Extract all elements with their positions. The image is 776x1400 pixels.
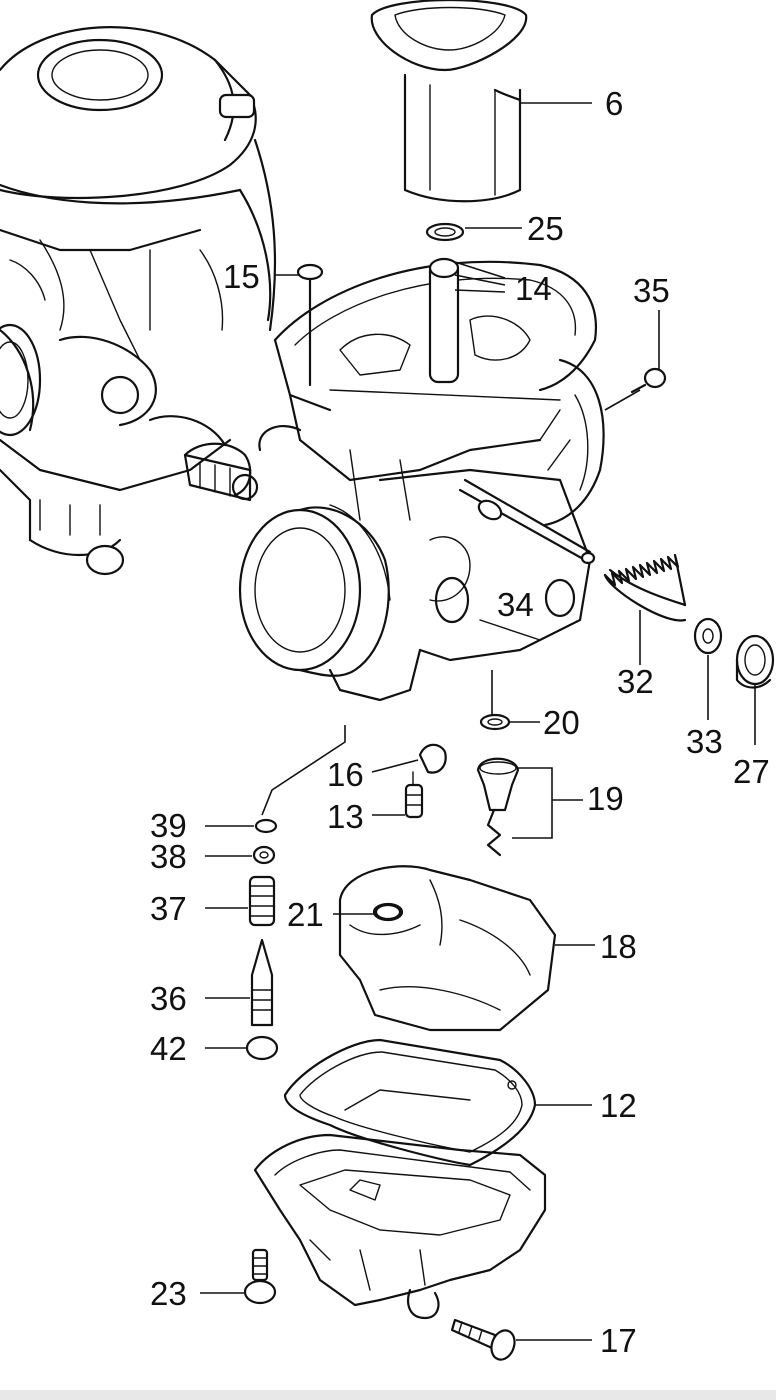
callout-13: 13 bbox=[327, 798, 364, 835]
part-25-oring bbox=[425, 222, 465, 242]
callout-42: 42 bbox=[150, 1030, 187, 1067]
bottom-edge bbox=[0, 1390, 776, 1400]
part-19-needle-valve bbox=[476, 757, 520, 857]
callout-16: 16 bbox=[327, 756, 364, 793]
callout-12: 12 bbox=[600, 1087, 637, 1124]
part-6-piston bbox=[370, 0, 528, 203]
callout-36: 36 bbox=[150, 980, 187, 1017]
float-bowl bbox=[253, 1133, 547, 1320]
part-21-screw bbox=[374, 903, 402, 921]
callout-labels: 6 25 15 14 35 34 32 33 27 20 16 13 19 39… bbox=[150, 85, 770, 1359]
callout-39: 39 bbox=[150, 807, 187, 844]
callout-27: 27 bbox=[733, 753, 770, 790]
part-37-spring bbox=[248, 875, 276, 927]
callout-25: 25 bbox=[527, 210, 564, 247]
part-39-washer bbox=[254, 818, 278, 834]
part-15-screw bbox=[296, 263, 324, 387]
callout-14: 14 bbox=[515, 270, 552, 307]
callout-20: 20 bbox=[543, 704, 580, 741]
part-32-spring bbox=[603, 553, 687, 622]
part-18-float bbox=[338, 865, 557, 1032]
callout-19: 19 bbox=[587, 780, 624, 817]
part-27-cap bbox=[735, 634, 775, 689]
callout-37: 37 bbox=[150, 890, 187, 927]
callout-6: 6 bbox=[605, 85, 623, 122]
part-23-screw bbox=[243, 1248, 277, 1305]
adjacent-carburetor-drawing bbox=[0, 26, 277, 576]
leader-lines bbox=[200, 102, 756, 1341]
part-33-washer bbox=[693, 617, 723, 655]
part-16-holder bbox=[412, 743, 447, 796]
part-13-jet bbox=[404, 783, 424, 819]
callout-33: 33 bbox=[686, 723, 723, 760]
callout-34: 34 bbox=[497, 586, 534, 623]
part-12-gasket bbox=[283, 1038, 537, 1167]
part-35-screw bbox=[604, 367, 667, 411]
callout-15: 15 bbox=[223, 258, 260, 295]
callout-21: 21 bbox=[287, 896, 324, 933]
part-17-screw bbox=[450, 1318, 516, 1361]
callout-23: 23 bbox=[150, 1275, 187, 1312]
callout-32: 32 bbox=[617, 663, 654, 700]
callout-35: 35 bbox=[633, 272, 670, 309]
part-36-screw bbox=[250, 938, 274, 1027]
part-42-oring bbox=[245, 1035, 279, 1061]
part-20-oring bbox=[479, 713, 511, 731]
main-carburetor-body bbox=[183, 257, 605, 702]
callout-17: 17 bbox=[600, 1322, 637, 1359]
callout-38: 38 bbox=[150, 838, 187, 875]
callout-18: 18 bbox=[600, 928, 637, 965]
part-38-oring bbox=[252, 845, 276, 865]
